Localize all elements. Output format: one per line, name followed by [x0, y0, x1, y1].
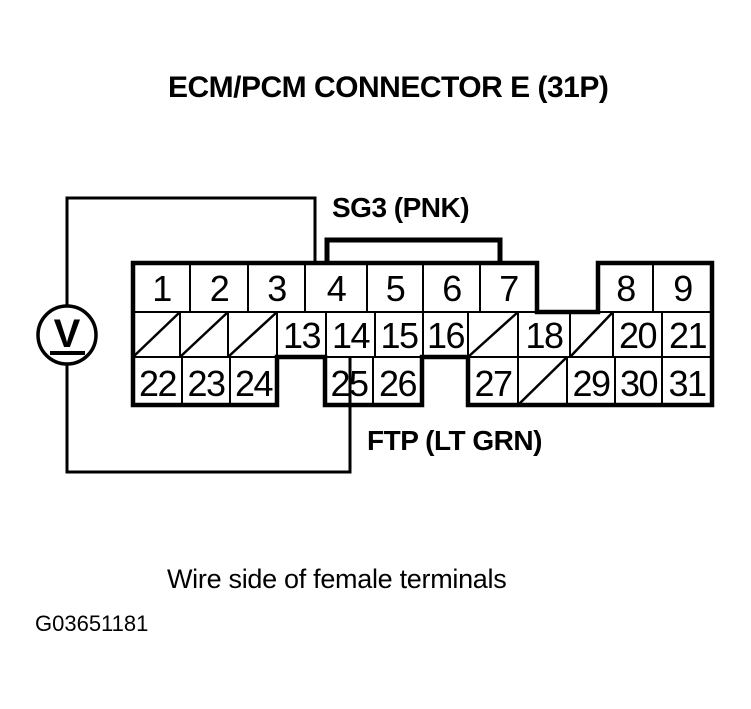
pin-27: 27 — [474, 363, 512, 404]
voltmeter-v-glyph: V — [54, 312, 81, 356]
pin-grid-lines — [133, 263, 712, 405]
hatch-cell-10 — [132, 311, 181, 358]
figure-id: G03651181 — [35, 611, 148, 636]
diagram-caption: Wire side of female terminals — [167, 564, 506, 594]
hatch-cell-17 — [467, 311, 519, 358]
pin-30: 30 — [620, 363, 658, 404]
pin-21: 21 — [669, 315, 707, 356]
pin-31: 31 — [668, 363, 706, 404]
hatch-cell-28 — [517, 356, 568, 406]
pin-row-middle: 13 14 15 16 18 20 21 — [283, 315, 708, 356]
hatch-marks — [132, 311, 614, 406]
pin-26: 26 — [379, 363, 417, 404]
page-title: ECM/PCM CONNECTOR E (31P) — [168, 71, 608, 104]
pin-22: 22 — [139, 363, 177, 404]
pin-2: 2 — [210, 268, 229, 309]
pin-20: 20 — [619, 315, 657, 356]
pin-29: 29 — [572, 363, 610, 404]
pin-8: 8 — [616, 268, 635, 309]
pin-18: 18 — [525, 315, 563, 356]
sg3-wire — [65, 196, 317, 306]
hatch-cell-11 — [179, 311, 229, 358]
pin-15: 15 — [380, 315, 418, 356]
sg3-wire-label: SG3 (PNK) — [332, 192, 469, 223]
pin-13: 13 — [283, 315, 321, 356]
voltmeter-symbol: V — [36, 304, 98, 366]
pin-14: 14 — [332, 315, 370, 356]
pin-1: 1 — [152, 268, 171, 309]
pin-23: 23 — [187, 363, 225, 404]
sg3-bracket — [324, 237, 503, 264]
ftp-wire-label: FTP (LT GRN) — [367, 425, 542, 456]
pin-row-top: 1 2 3 4 5 6 7 8 9 — [152, 268, 694, 309]
pin-3: 3 — [267, 268, 286, 309]
pin-row-bottom: 22 23 24 25 26 27 29 30 31 — [139, 363, 708, 404]
pin-7: 7 — [499, 268, 518, 309]
pin-5: 5 — [386, 268, 405, 309]
pin-9: 9 — [673, 268, 692, 309]
pin-6: 6 — [442, 268, 461, 309]
ftp-wire — [65, 356, 352, 474]
voltmeter-circle — [36, 304, 98, 366]
hatch-cell-19 — [569, 311, 614, 358]
hatch-cell-12 — [227, 311, 278, 358]
pin-16: 16 — [427, 315, 465, 356]
pin-4: 4 — [327, 268, 346, 309]
pin-24: 24 — [235, 363, 273, 404]
